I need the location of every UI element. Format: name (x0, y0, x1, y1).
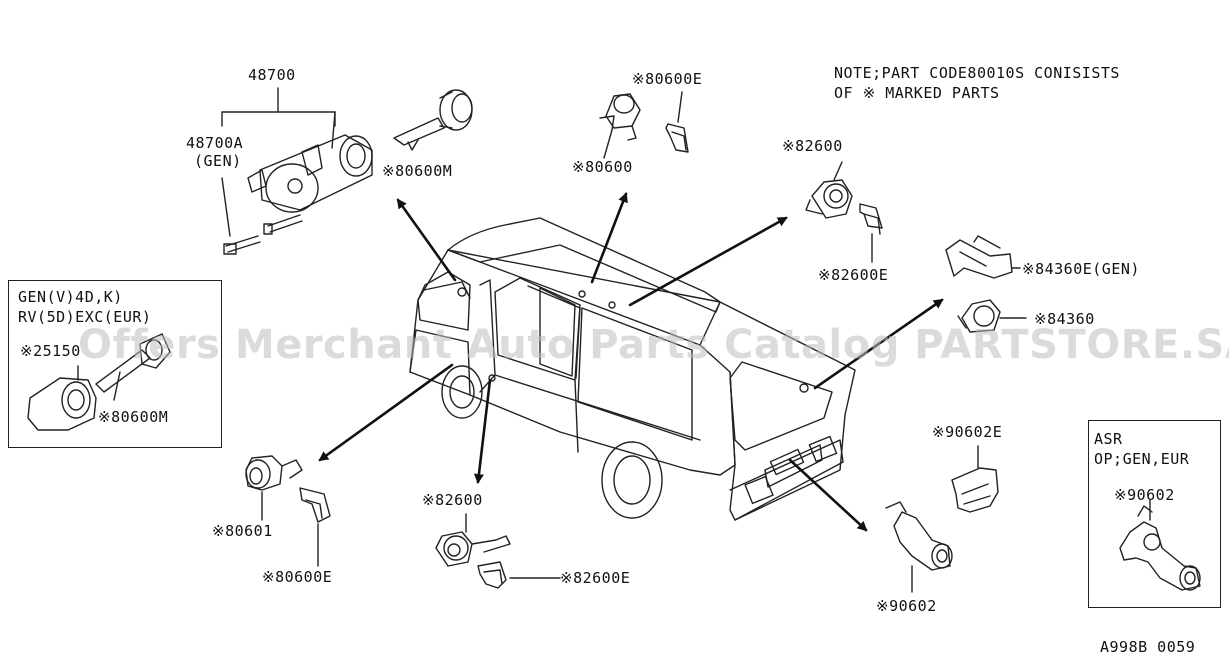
bracket-84360e (945, 235, 1021, 279)
label-gen: (GEN) (194, 152, 242, 170)
inset-left-line-1: GEN(V)4D,K) (18, 288, 123, 306)
label-48700: 48700 (248, 66, 296, 84)
inset-right-line-2: OP;GEN,EUR (1094, 450, 1190, 468)
note-line-1: NOTE;PART CODE80010S CONISISTS (834, 64, 1120, 82)
lock-80600-top (599, 93, 641, 141)
inset-left-illustration (27, 333, 171, 431)
label-82600-lower: ※82600 (422, 491, 483, 509)
label-84360: ※84360 (1034, 310, 1095, 328)
pointer-arrows (318, 192, 944, 532)
clip-82600e-top (859, 203, 883, 263)
inset-box-right (1088, 420, 1221, 608)
clip-80600e-top (665, 91, 689, 153)
lock-80601 (245, 455, 303, 521)
clip-82600e-lower (477, 561, 561, 589)
leader-lines (603, 129, 843, 181)
van-illustration (409, 217, 856, 521)
label-90602-inset: ※90602 (1114, 486, 1175, 504)
label-82600-top: ※82600 (782, 137, 843, 155)
note-line-2: OF ※ MARKED PARTS (834, 84, 1000, 102)
inset-right-illustration (1119, 499, 1201, 591)
label-80600m-inset: ※80600M (98, 408, 169, 426)
diagram-code: A998B 0059 (1100, 638, 1196, 656)
label-80601: ※80601 (212, 522, 273, 540)
label-84360e-gen: ※84360E(GEN) (1022, 260, 1140, 278)
lock-82600-top (805, 179, 853, 219)
lock-84360 (957, 299, 1027, 333)
inset-box-left (8, 280, 222, 448)
watermark-text: Offers Merchant Auto Parts Catalog PARTS… (78, 322, 1229, 368)
ignition-lock-assembly-48700 (221, 87, 373, 255)
label-90602: ※90602 (876, 597, 937, 615)
clip-90602e (951, 445, 999, 513)
lock-90602 (885, 501, 953, 593)
label-90602e: ※90602E (932, 423, 1003, 441)
label-80600e-top: ※80600E (632, 70, 703, 88)
label-80600: ※80600 (572, 158, 633, 176)
lock-82600-lower (435, 513, 511, 567)
key-80600m-top (393, 89, 473, 151)
label-48700a: 48700A (186, 134, 244, 152)
label-80600m-top: ※80600M (382, 162, 453, 180)
label-80600e-lower: ※80600E (262, 568, 333, 586)
inset-right-line-1: ASR (1094, 430, 1123, 448)
inset-left-line-2: RV(5D)EXC(EUR) (18, 308, 152, 326)
label-82600e-top: ※82600E (818, 266, 889, 284)
clip-80600e-lower (299, 487, 331, 567)
label-25150: ※25150 (20, 342, 81, 360)
label-82600e-lower: ※82600E (560, 569, 631, 587)
